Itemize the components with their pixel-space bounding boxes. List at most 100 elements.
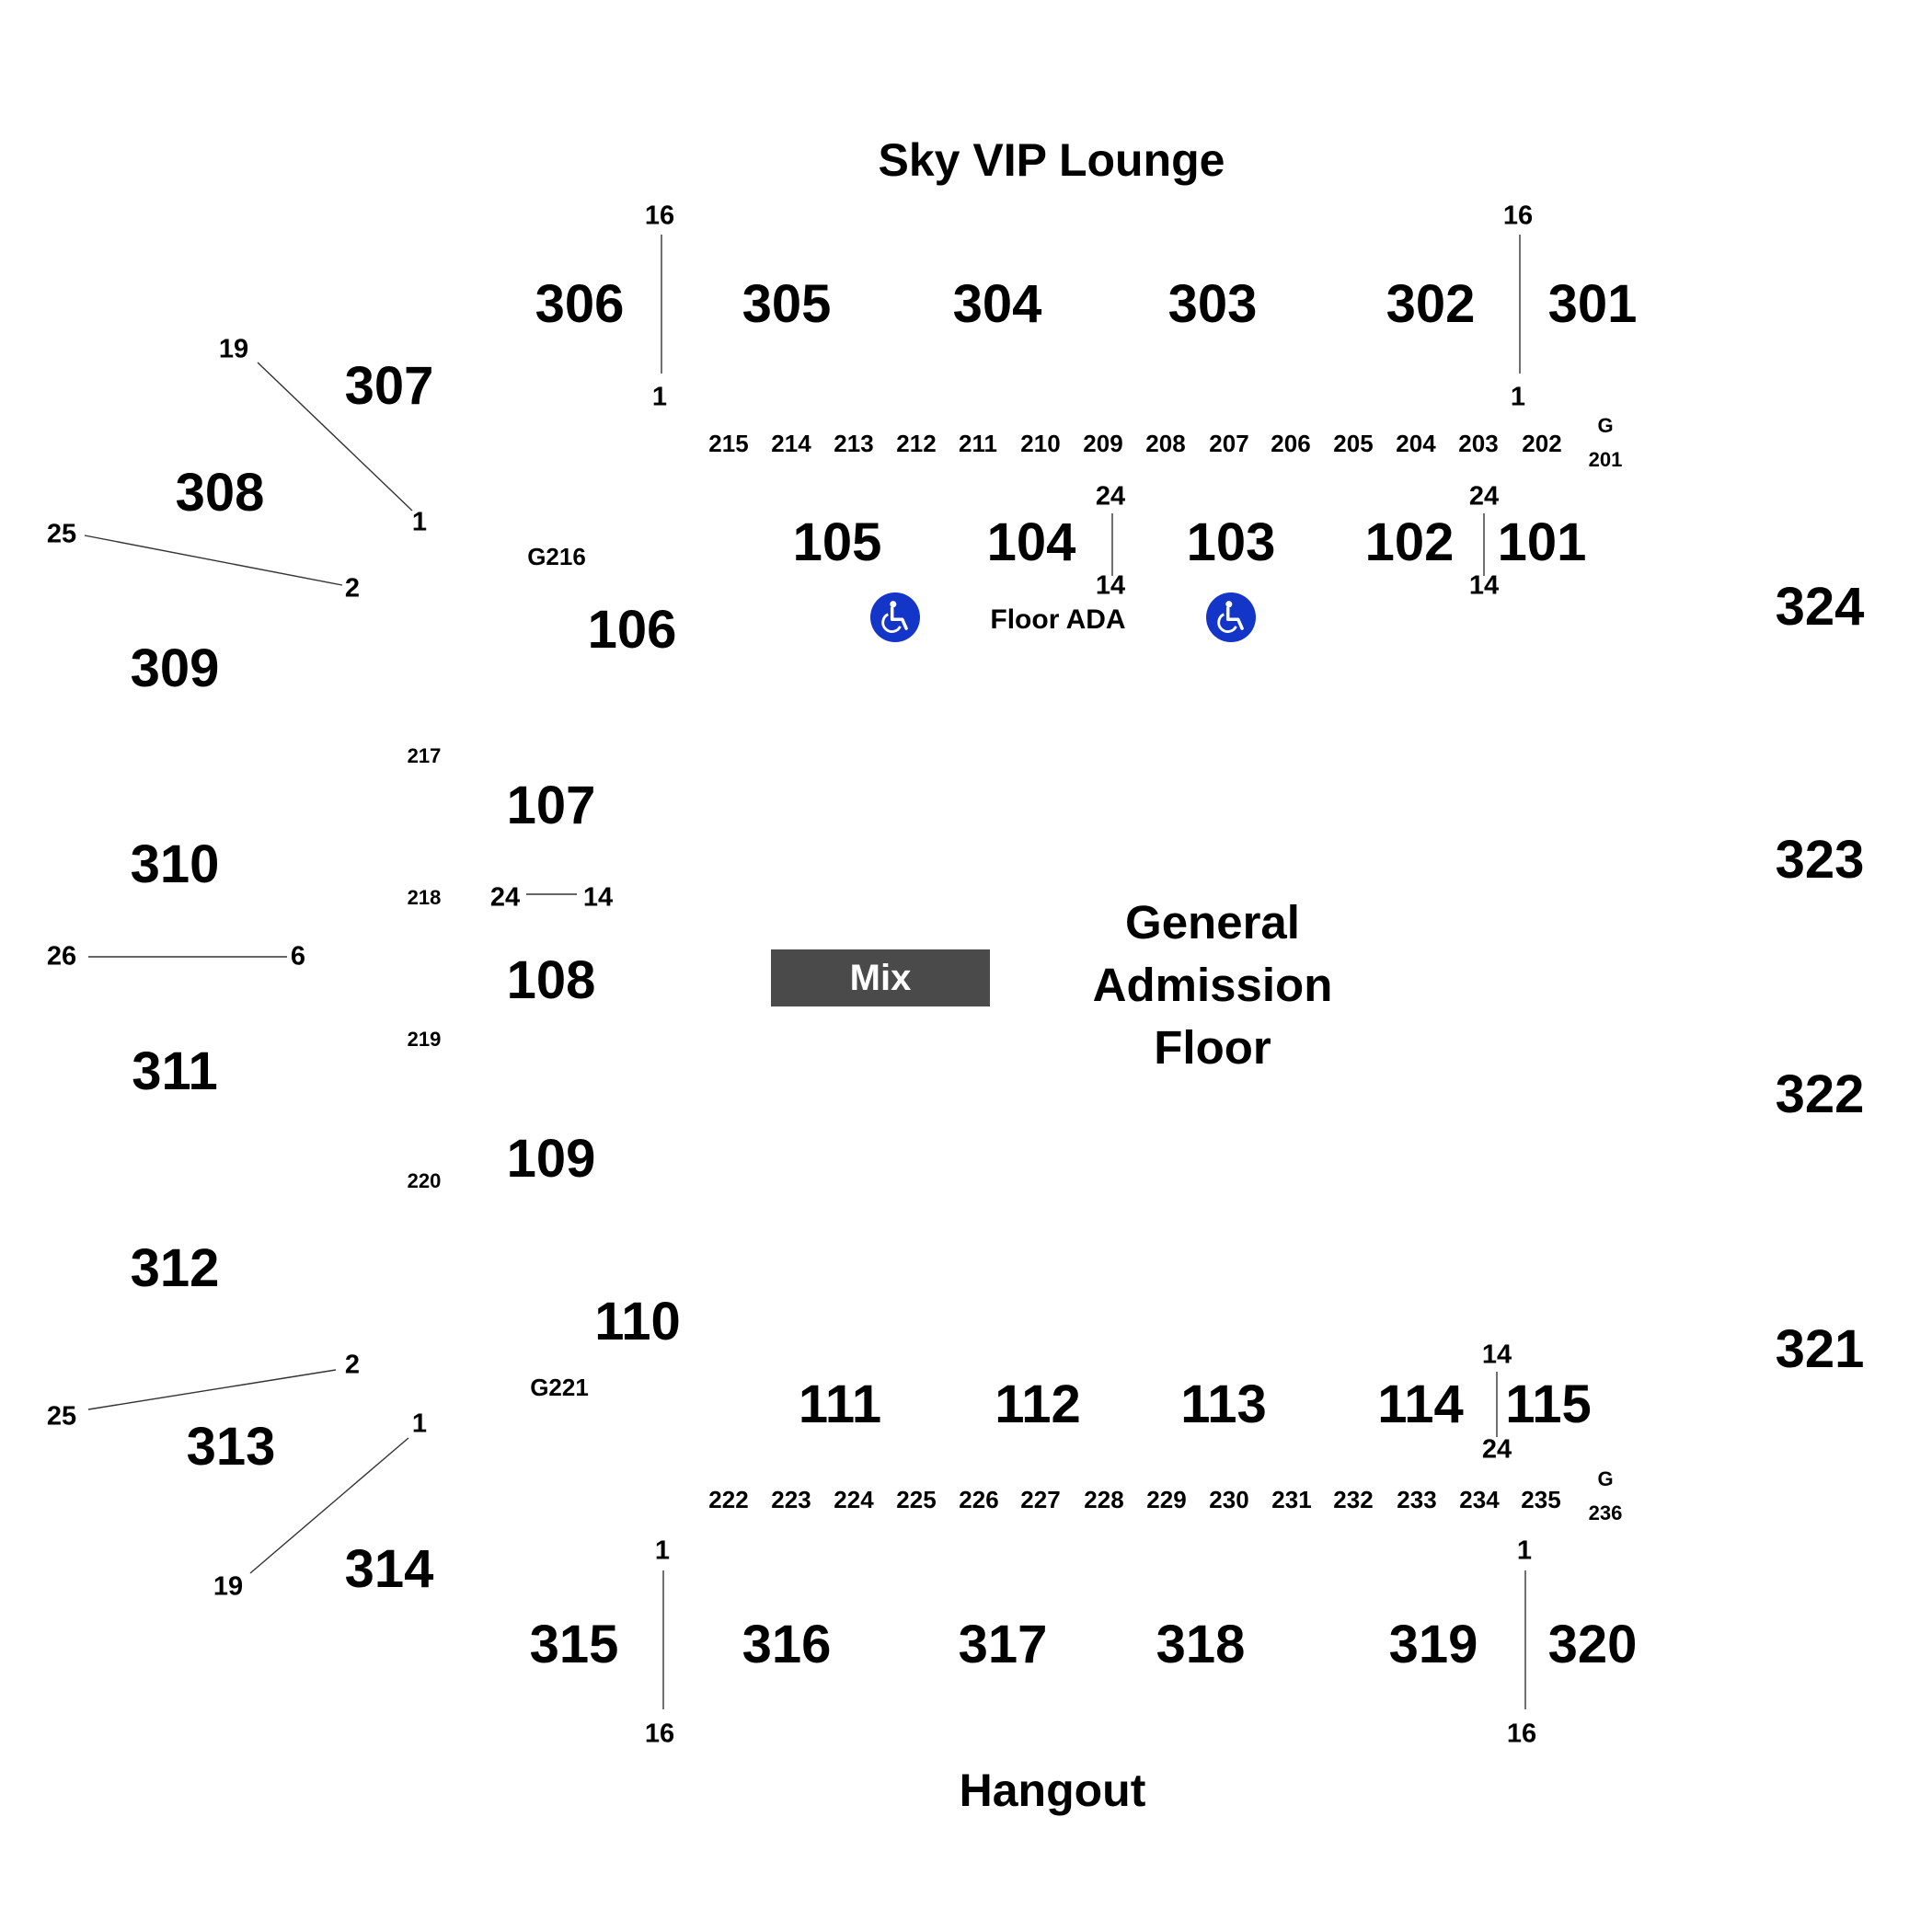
section-304[interactable]: 304 bbox=[952, 274, 1042, 334]
section-225[interactable]: 225 bbox=[896, 1486, 937, 1513]
section-320[interactable]: 320 bbox=[1547, 1615, 1638, 1674]
section-233[interactable]: 233 bbox=[1397, 1486, 1437, 1513]
divider-307 bbox=[257, 362, 413, 512]
section-316[interactable]: 316 bbox=[742, 1615, 832, 1674]
general-admission-floor[interactable]: General Admission Floor bbox=[1093, 891, 1333, 1079]
section-220[interactable]: 220 bbox=[407, 1169, 442, 1192]
section-223[interactable]: 223 bbox=[771, 1486, 811, 1513]
section-213[interactable]: 213 bbox=[834, 430, 874, 457]
ga-line-2: Admission bbox=[1092, 959, 1333, 1011]
row-marker-315-top: 1 bbox=[654, 1535, 671, 1566]
section-113[interactable]: 113 bbox=[1180, 1374, 1267, 1434]
section-217[interactable]: 217 bbox=[407, 744, 442, 767]
section-302[interactable]: 302 bbox=[1386, 274, 1476, 334]
row-marker-114-bottom: 24 bbox=[1481, 1434, 1512, 1465]
section-111[interactable]: 111 bbox=[798, 1374, 882, 1434]
section-224[interactable]: 224 bbox=[834, 1486, 874, 1513]
section-232[interactable]: 232 bbox=[1333, 1486, 1374, 1513]
section-323[interactable]: 323 bbox=[1775, 830, 1865, 890]
section-234[interactable]: 234 bbox=[1459, 1486, 1500, 1513]
section-104[interactable]: 104 bbox=[986, 512, 1076, 572]
section-103[interactable]: 103 bbox=[1186, 512, 1276, 572]
section-230[interactable]: 230 bbox=[1209, 1486, 1249, 1513]
section-210[interactable]: 210 bbox=[1020, 430, 1061, 457]
row-marker-310-inner: 6 bbox=[290, 941, 306, 972]
section-106[interactable]: 106 bbox=[587, 600, 677, 660]
section-102[interactable]: 102 bbox=[1364, 512, 1455, 572]
gate-236-number: 236 bbox=[1588, 1501, 1623, 1524]
divider-312-313 bbox=[87, 1369, 337, 1410]
floor-ada-label: Floor ADA bbox=[990, 604, 1126, 635]
row-marker-306-top: 16 bbox=[644, 201, 675, 231]
section-319[interactable]: 319 bbox=[1388, 1615, 1478, 1674]
section-227[interactable]: 227 bbox=[1020, 1486, 1061, 1513]
section-322[interactable]: 322 bbox=[1775, 1064, 1865, 1124]
section-203[interactable]: 203 bbox=[1458, 430, 1499, 457]
section-204[interactable]: 204 bbox=[1396, 430, 1436, 457]
row-marker-319-bottom: 16 bbox=[1506, 1719, 1537, 1749]
row-marker-102-bottom: 14 bbox=[1468, 570, 1500, 601]
section-235[interactable]: 235 bbox=[1521, 1486, 1561, 1513]
gate-221: G221 bbox=[530, 1374, 589, 1401]
section-229[interactable]: 229 bbox=[1146, 1486, 1187, 1513]
section-215[interactable]: 215 bbox=[708, 430, 749, 457]
section-202[interactable]: 202 bbox=[1522, 430, 1562, 457]
section-110[interactable]: 110 bbox=[594, 1292, 681, 1351]
section-212[interactable]: 212 bbox=[896, 430, 937, 457]
section-318[interactable]: 318 bbox=[1156, 1615, 1246, 1674]
sky-vip-lounge-label: Sky VIP Lounge bbox=[878, 134, 1225, 186]
section-308[interactable]: 308 bbox=[175, 463, 265, 523]
section-312[interactable]: 312 bbox=[130, 1238, 220, 1298]
section-306[interactable]: 306 bbox=[535, 274, 625, 334]
row-marker-104-bottom: 14 bbox=[1095, 570, 1126, 601]
section-115[interactable]: 115 bbox=[1505, 1374, 1592, 1434]
section-310[interactable]: 310 bbox=[130, 834, 220, 894]
section-209[interactable]: 209 bbox=[1083, 430, 1123, 457]
row-marker-319-top: 1 bbox=[1516, 1535, 1533, 1566]
section-231[interactable]: 231 bbox=[1271, 1486, 1312, 1513]
section-311[interactable]: 311 bbox=[132, 1041, 218, 1101]
section-105[interactable]: 105 bbox=[792, 512, 882, 572]
section-219[interactable]: 219 bbox=[407, 1028, 442, 1051]
wheelchair-icon bbox=[870, 592, 920, 642]
section-314[interactable]: 314 bbox=[344, 1539, 434, 1599]
section-112[interactable]: 112 bbox=[995, 1374, 1081, 1434]
row-marker-104-top: 24 bbox=[1095, 481, 1126, 512]
section-214[interactable]: 214 bbox=[771, 430, 811, 457]
section-207[interactable]: 207 bbox=[1209, 430, 1249, 457]
section-101[interactable]: 101 bbox=[1497, 512, 1587, 572]
gate-201-letter: G bbox=[1597, 414, 1614, 437]
row-marker-308-inner: 2 bbox=[344, 573, 361, 604]
row-marker-102-top: 24 bbox=[1468, 481, 1500, 512]
section-301[interactable]: 301 bbox=[1547, 274, 1638, 334]
section-321[interactable]: 321 bbox=[1775, 1319, 1865, 1379]
gate-216: G216 bbox=[527, 543, 586, 570]
section-114[interactable]: 114 bbox=[1377, 1374, 1464, 1434]
section-109[interactable]: 109 bbox=[506, 1129, 596, 1189]
section-218[interactable]: 218 bbox=[407, 886, 442, 909]
row-marker-307-inner: 1 bbox=[411, 507, 428, 537]
row-marker-107-right: 14 bbox=[582, 882, 614, 913]
section-208[interactable]: 208 bbox=[1145, 430, 1186, 457]
section-307[interactable]: 307 bbox=[344, 356, 434, 416]
section-205[interactable]: 205 bbox=[1333, 430, 1374, 457]
section-313[interactable]: 313 bbox=[186, 1417, 276, 1477]
section-324[interactable]: 324 bbox=[1775, 577, 1865, 637]
section-226[interactable]: 226 bbox=[959, 1486, 999, 1513]
row-marker-107-left: 24 bbox=[489, 882, 521, 913]
section-108[interactable]: 108 bbox=[506, 950, 596, 1010]
section-303[interactable]: 303 bbox=[1167, 274, 1258, 334]
wheelchair-icon bbox=[1206, 592, 1256, 642]
section-222[interactable]: 222 bbox=[708, 1486, 749, 1513]
section-315[interactable]: 315 bbox=[529, 1615, 619, 1674]
row-marker-306-bottom: 1 bbox=[651, 382, 668, 412]
section-211[interactable]: 211 bbox=[959, 430, 997, 457]
section-206[interactable]: 206 bbox=[1271, 430, 1311, 457]
section-305[interactable]: 305 bbox=[742, 274, 832, 334]
section-317[interactable]: 317 bbox=[958, 1615, 1048, 1674]
section-228[interactable]: 228 bbox=[1084, 1486, 1124, 1513]
section-107[interactable]: 107 bbox=[506, 776, 596, 835]
section-309[interactable]: 309 bbox=[130, 638, 220, 698]
row-marker-313-outer: 19 bbox=[213, 1571, 244, 1602]
